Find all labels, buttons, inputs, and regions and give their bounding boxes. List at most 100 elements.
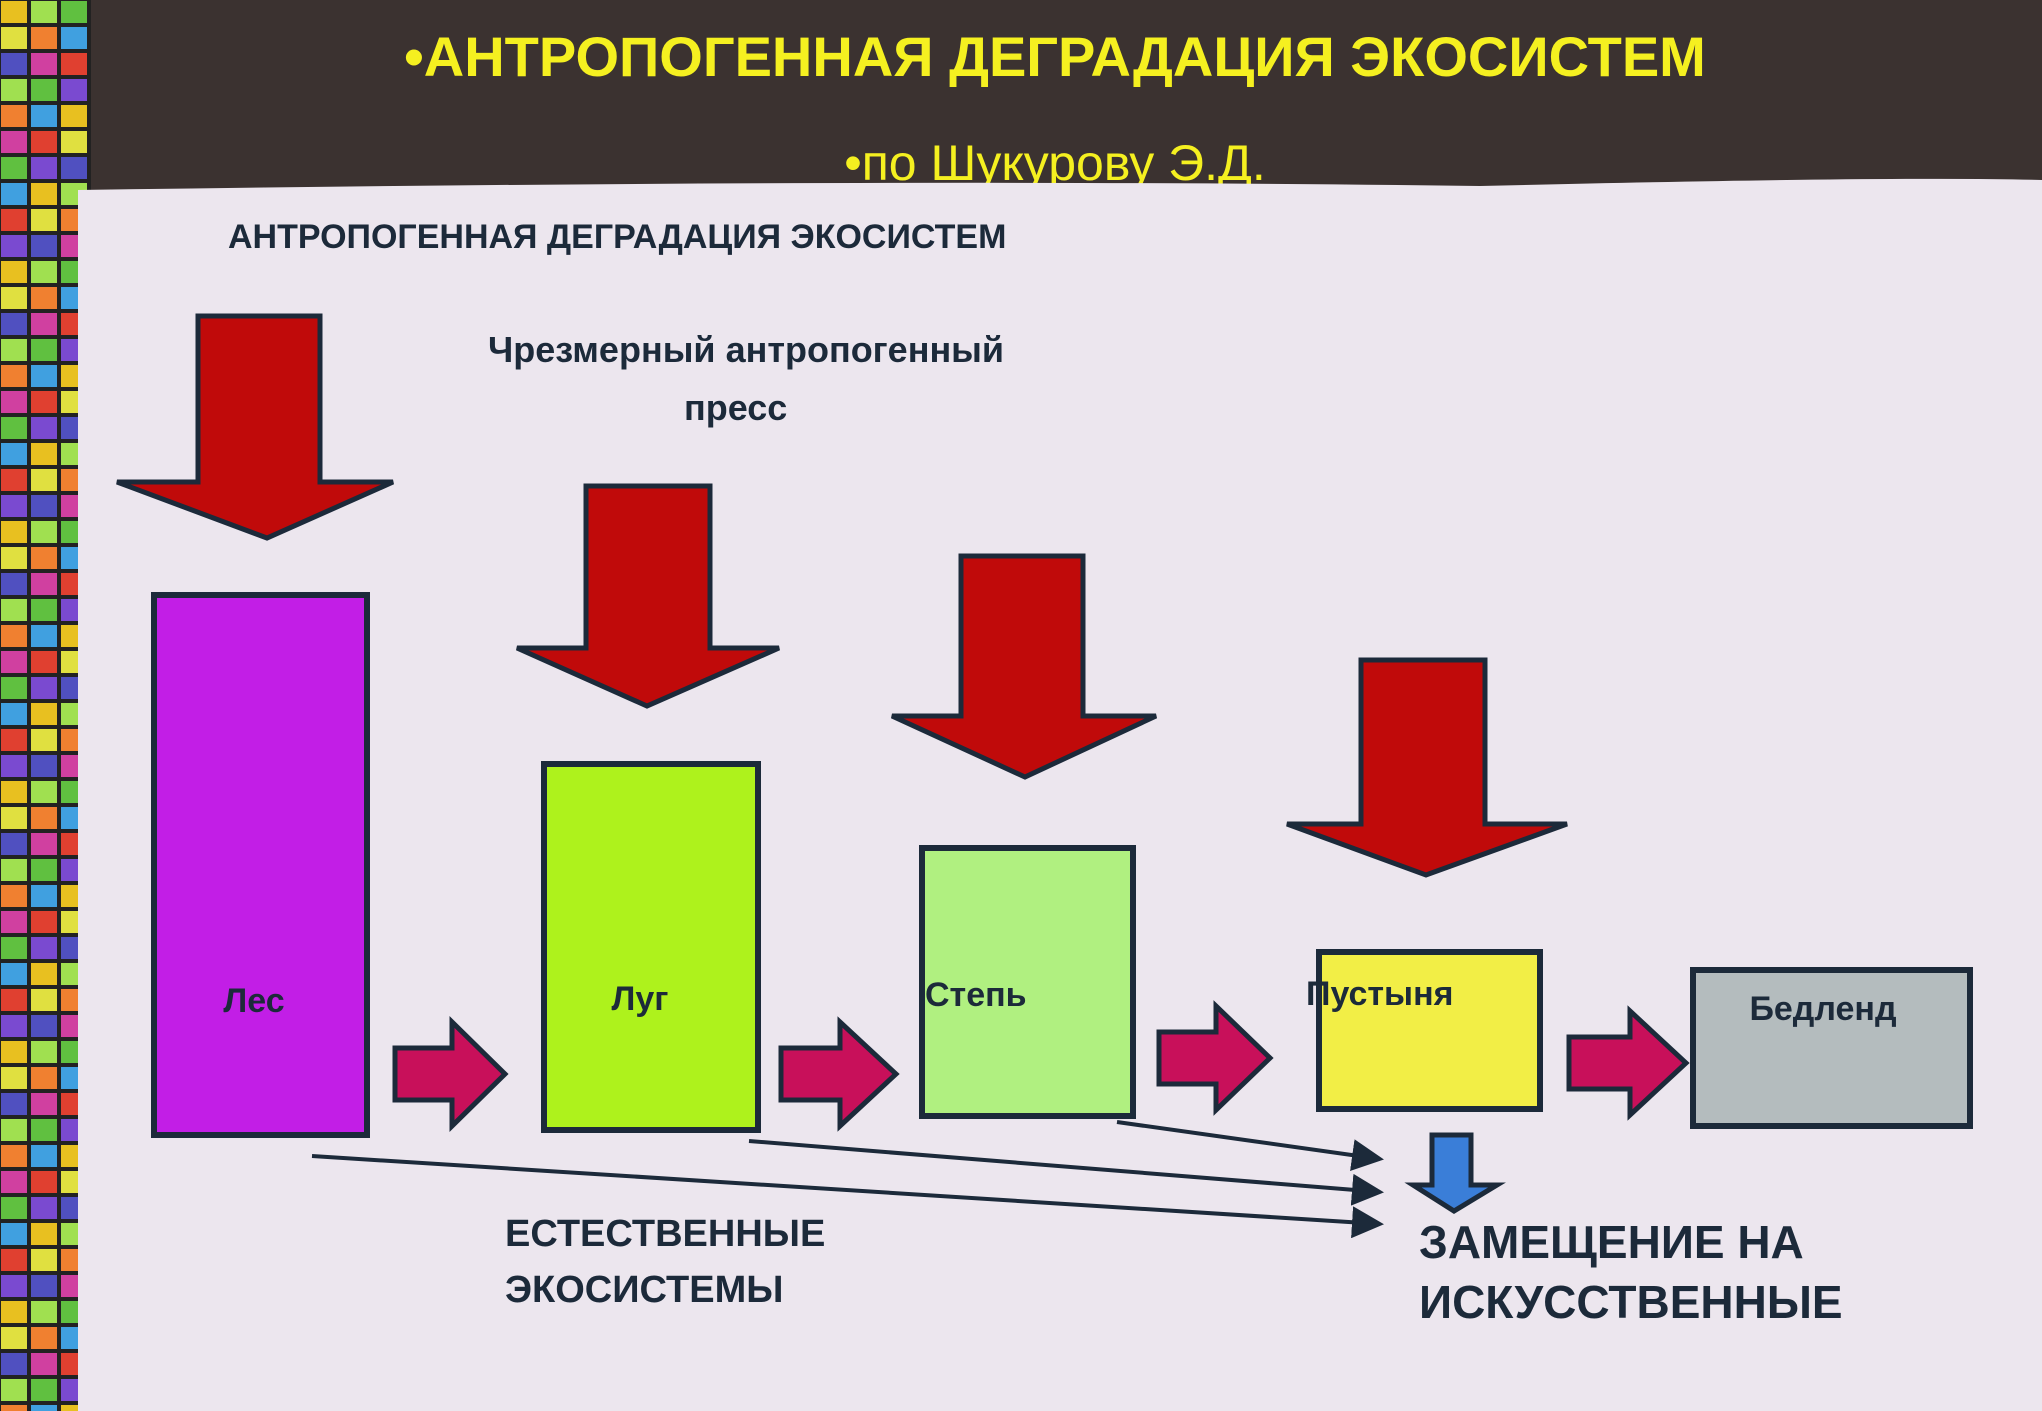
mosaic-tile — [0, 1299, 29, 1325]
mosaic-tile — [29, 467, 59, 493]
natural-label-line2: ЭКОСИСТЕМЫ — [505, 1269, 783, 1311]
mosaic-tile — [0, 753, 29, 779]
mosaic-tile — [29, 337, 59, 363]
pressure-arrow-down-icon — [116, 313, 395, 541]
mosaic-tile — [29, 1221, 59, 1247]
mosaic-tile — [29, 935, 59, 961]
mosaic-tile — [0, 259, 29, 285]
mosaic-tile — [29, 779, 59, 805]
transition-arrow-right-icon — [778, 1016, 900, 1132]
mosaic-tile — [0, 1117, 29, 1143]
mosaic-tile — [0, 1039, 29, 1065]
mosaic-tile — [29, 363, 59, 389]
mosaic-tile — [0, 129, 29, 155]
mosaic-tile — [29, 1299, 59, 1325]
mosaic-tile — [29, 1351, 59, 1377]
mosaic-tile — [0, 779, 29, 805]
mosaic-tile — [29, 1039, 59, 1065]
mosaic-tile — [0, 363, 29, 389]
mosaic-tile — [29, 1247, 59, 1273]
mosaic-tile — [0, 1351, 29, 1377]
mosaic-tile — [29, 1273, 59, 1299]
mosaic-tile — [29, 441, 59, 467]
mosaic-tile — [59, 25, 89, 51]
mosaic-tile — [29, 571, 59, 597]
mosaic-tile — [0, 441, 29, 467]
mosaic-tile — [0, 1403, 29, 1411]
mosaic-tile — [29, 701, 59, 727]
ecosystem-label-steppe: Степь — [925, 976, 1027, 1014]
mosaic-tile — [59, 1403, 89, 1411]
mosaic-tile — [0, 51, 29, 77]
ecosystem-box-meadow — [541, 761, 761, 1133]
mosaic-tile — [59, 0, 89, 25]
mosaic-tile — [0, 389, 29, 415]
mosaic-tile — [29, 805, 59, 831]
mosaic-tile — [0, 467, 29, 493]
mosaic-tile — [0, 649, 29, 675]
mosaic-tile — [29, 51, 59, 77]
mosaic-tile — [29, 1065, 59, 1091]
mosaic-tile — [29, 597, 59, 623]
mosaic-tile — [0, 1013, 29, 1039]
mosaic-tile — [0, 909, 29, 935]
mosaic-tile — [0, 883, 29, 909]
mosaic-tile — [29, 1403, 59, 1411]
mosaic-tile — [29, 649, 59, 675]
header-subtitle: •по Шукурову Э.Д. — [844, 135, 1266, 191]
mosaic-tile — [0, 987, 29, 1013]
mosaic-tile — [29, 285, 59, 311]
mosaic-tile — [29, 831, 59, 857]
mosaic-tile — [29, 415, 59, 441]
mosaic-tile — [59, 155, 89, 181]
mosaic-tile — [29, 77, 59, 103]
header-title: •АНТРОПОГЕННАЯ ДЕГРАДАЦИЯ ЭКОСИСТЕМ — [404, 25, 1706, 88]
mosaic-tile — [29, 1013, 59, 1039]
ecosystem-box-steppe — [919, 845, 1136, 1119]
transition-arrow-right-icon — [392, 1016, 509, 1132]
mosaic-tile — [29, 909, 59, 935]
mosaic-tile — [59, 77, 89, 103]
mosaic-tile — [0, 1247, 29, 1273]
ecosystem-box-badland — [1690, 967, 1973, 1129]
mosaic-tile — [0, 805, 29, 831]
mosaic-tile — [29, 0, 59, 25]
slide-heading: АНТРОПОГЕННАЯ ДЕГРАДАЦИЯ ЭКОСИСТЕМ — [228, 218, 1006, 256]
pressure-label-line1: Чрезмерный антропогенный — [488, 329, 1004, 370]
mosaic-tile — [0, 1273, 29, 1299]
ecosystem-box-desert — [1316, 949, 1543, 1112]
mosaic-tile — [29, 311, 59, 337]
mosaic-tile — [0, 155, 29, 181]
mosaic-tile — [0, 675, 29, 701]
mosaic-tile — [0, 961, 29, 987]
mosaic-tile — [0, 337, 29, 363]
mosaic-tile — [29, 545, 59, 571]
mosaic-tile — [29, 259, 59, 285]
header-background — [91, 0, 2042, 190]
mosaic-tile — [59, 129, 89, 155]
mosaic-tile — [0, 493, 29, 519]
mosaic-tile — [29, 961, 59, 987]
mosaic-tile — [0, 623, 29, 649]
ecosystem-label-meadow: Луг — [612, 980, 669, 1018]
mosaic-tile — [29, 883, 59, 909]
mosaic-tile — [0, 857, 29, 883]
mosaic-tile — [0, 285, 29, 311]
replacement-line-arrow — [311, 1154, 1384, 1239]
ecosystem-label-desert: Пустыня — [1306, 975, 1453, 1013]
mosaic-tile — [29, 1377, 59, 1403]
pressure-arrow-down-icon — [890, 553, 1158, 780]
mosaic-tile — [29, 753, 59, 779]
mosaic-tile — [0, 1195, 29, 1221]
mosaic-tile — [29, 181, 59, 207]
mosaic-tile — [29, 1195, 59, 1221]
mosaic-tile — [0, 415, 29, 441]
mosaic-tile — [29, 987, 59, 1013]
mosaic-tile — [29, 233, 59, 259]
natural-label-line1: ЕСТЕСТВЕННЫЕ — [505, 1213, 825, 1255]
mosaic-tile — [0, 545, 29, 571]
mosaic-tile — [0, 1169, 29, 1195]
mosaic-tile — [0, 1065, 29, 1091]
mosaic-tile — [29, 727, 59, 753]
